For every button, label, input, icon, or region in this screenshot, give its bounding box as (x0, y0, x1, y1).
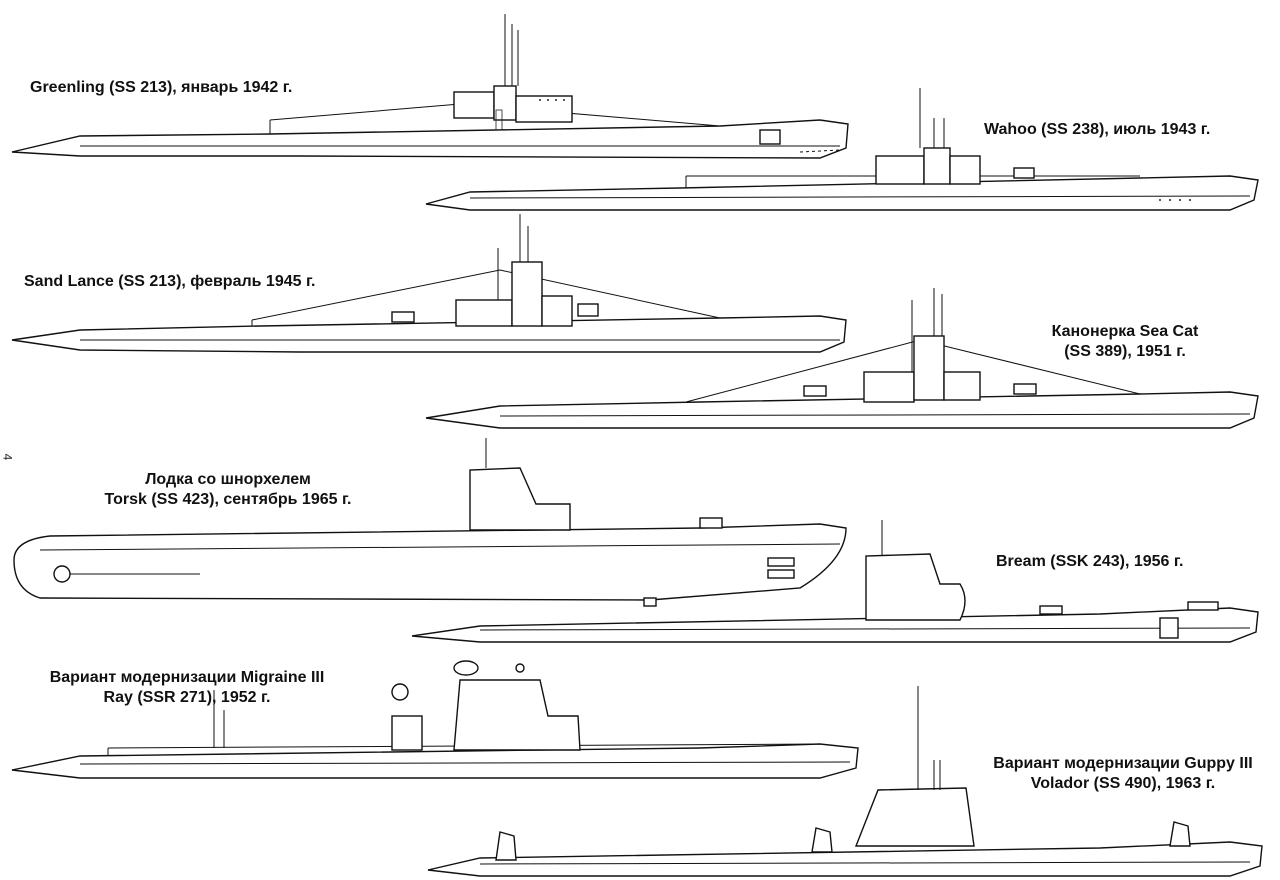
wahoo-label-line-1: Wahoo (SS 238), июль 1943 г. (984, 121, 1211, 138)
volador-label-line-1: Вариант модернизации Guppy III (993, 755, 1253, 772)
ray-label-line-1: Вариант модернизации Migraine III (49, 669, 325, 686)
torsk-label: Лодка со шнорхелем Torsk (SS 423), сентя… (96, 470, 360, 510)
bream-profile (411, 520, 1259, 643)
volador-profile (427, 686, 1263, 877)
ray-profile (11, 660, 859, 779)
wahoo-label: Wahoo (SS 238), июль 1943 г. (984, 120, 1210, 140)
volador-label-line-2: Volador (SS 490), 1963 г. (1030, 775, 1216, 792)
wahoo-profile (425, 88, 1259, 211)
torsk-label-line-2: Torsk (SS 423), сентябрь 1965 г. (104, 491, 352, 508)
sea-cat-label: Канонерка Sea Cat (SS 389), 1951 г. (1040, 322, 1210, 362)
bream-label-line-1: Bream (SSK 243), 1956 г. (996, 553, 1184, 570)
page-number: 4 (0, 453, 15, 461)
bream-label: Bream (SSK 243), 1956 г. (996, 552, 1183, 572)
volador-label: Вариант модернизации Guppy III Volador (… (988, 754, 1258, 794)
ray-label: Вариант модернизации Migraine III Ray (S… (32, 668, 342, 708)
greenling-label-line-1: Greenling (SS 213), январь 1942 г. (30, 79, 293, 96)
greenling-label: Greenling (SS 213), январь 1942 г. (30, 78, 292, 98)
sea-cat-label-line-2: (SS 389), 1951 г. (1064, 343, 1186, 360)
sand-lance-label-line-1: Sand Lance (SS 213), февраль 1945 г. (24, 273, 316, 290)
sea-cat-profile (425, 288, 1259, 429)
sea-cat-label-line-1: Канонерка Sea Cat (1051, 323, 1199, 340)
greenling-profile (11, 14, 849, 159)
torsk-label-line-1: Лодка со шнорхелем (145, 471, 311, 488)
sand-lance-label: Sand Lance (SS 213), февраль 1945 г. (24, 272, 315, 292)
torsk-profile (13, 438, 847, 607)
ray-label-line-2: Ray (SSR 271), 1952 г. (103, 689, 271, 706)
sand-lance-profile (11, 214, 847, 353)
